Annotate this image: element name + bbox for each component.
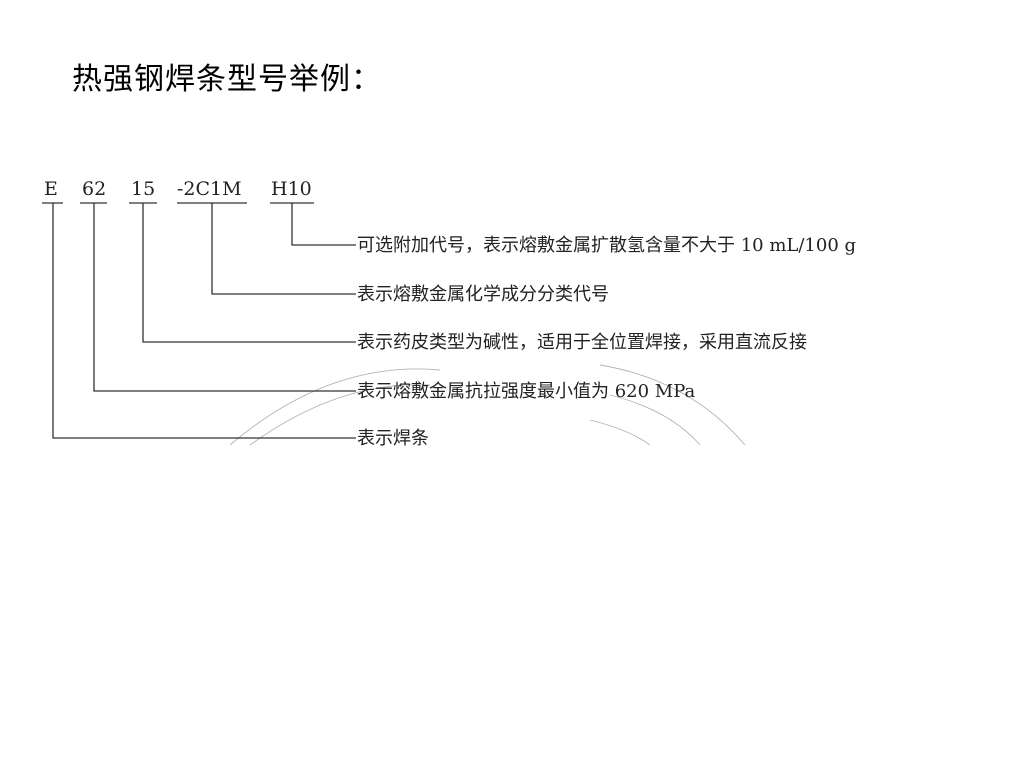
- leader-strength: [93, 203, 356, 392]
- desc-coating: 表示药皮类型为碱性，适用于全位置焊接，采用直流反接: [357, 332, 807, 353]
- desc-strength: 表示熔敷金属抗拉强度最小值为 620 MPa: [357, 381, 696, 402]
- desc-hydrogen: 可选附加代号，表示熔敷金属扩散氢含量不大于 10 mL/100 g: [357, 235, 856, 256]
- leader-e: [52, 203, 356, 439]
- slide-title: 热强钢焊条型号举例：: [72, 62, 382, 97]
- code-coating: 15: [131, 178, 155, 200]
- background-arcs: [229, 364, 746, 446]
- leader-coating: [142, 203, 356, 343]
- desc-e: 表示焊条: [357, 428, 429, 449]
- code-hydrogen: H10: [271, 178, 312, 200]
- leader-hydrogen: [291, 203, 356, 246]
- leader-composition: [211, 203, 356, 295]
- desc-composition: 表示熔敷金属化学成分分类代号: [357, 284, 609, 305]
- code-strength: 62: [82, 178, 106, 200]
- code-e: E: [44, 178, 58, 200]
- code-composition: -2C1M: [177, 178, 242, 200]
